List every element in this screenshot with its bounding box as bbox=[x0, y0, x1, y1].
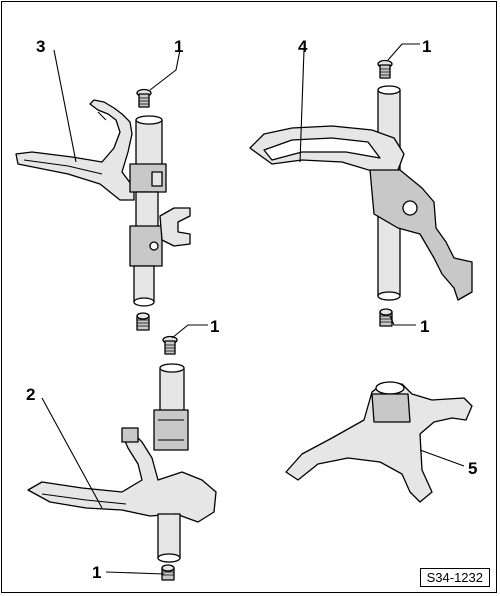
part-3-shift-fork-assembly bbox=[15, 99, 191, 307]
callout-4: 4 bbox=[298, 37, 308, 56]
bolt-1-middle-left-a bbox=[136, 312, 150, 331]
callout-5: 5 bbox=[468, 459, 477, 478]
callout-3: 3 bbox=[36, 37, 45, 56]
part-4-shift-fork-assembly bbox=[249, 85, 473, 301]
callout-1-top-left: 1 bbox=[174, 37, 183, 56]
leader-lines bbox=[41, 43, 465, 575]
bolt-1-middle-right bbox=[379, 308, 393, 327]
bolt-1-top-left bbox=[136, 88, 152, 108]
callout-1-middle-right: 1 bbox=[420, 317, 429, 336]
bolt-1-middle-left-b bbox=[162, 335, 178, 355]
callout-1-bottom-left: 1 bbox=[92, 563, 101, 582]
part-5-shift-fork bbox=[285, 381, 473, 503]
bolt-1-top-right bbox=[377, 59, 393, 79]
bolt-1-bottom-left bbox=[161, 564, 175, 581]
figure-reference: S34-1232 bbox=[419, 568, 490, 587]
part-2-shift-fork-assembly bbox=[27, 363, 217, 563]
callout-1-middle-left: 1 bbox=[210, 317, 219, 336]
callout-1-top-right: 1 bbox=[422, 37, 431, 56]
callout-2: 2 bbox=[26, 385, 35, 404]
